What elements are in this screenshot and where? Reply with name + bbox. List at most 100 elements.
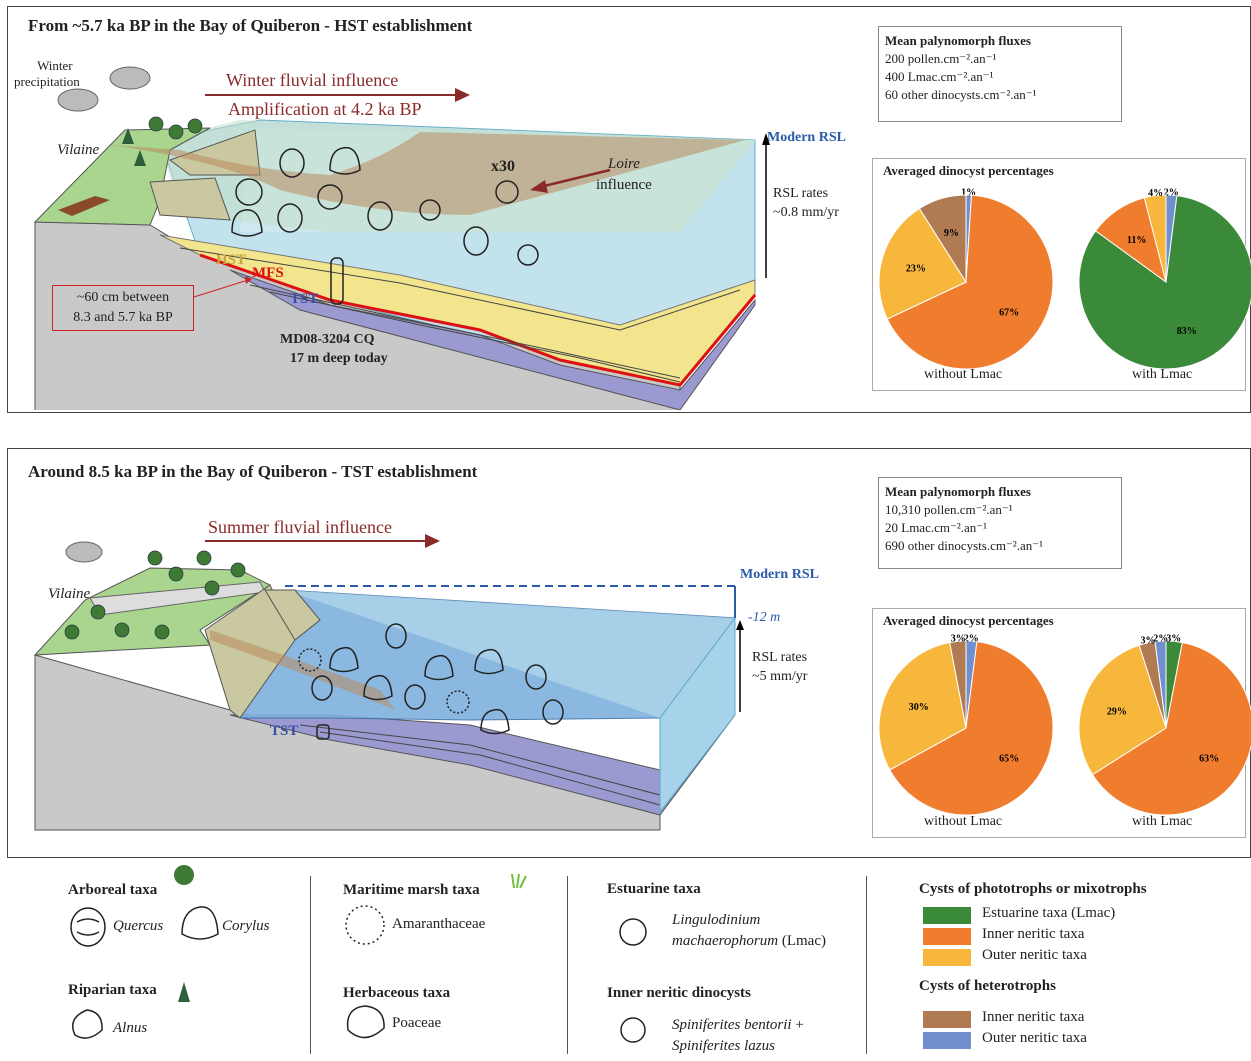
loire-label-2: influence <box>596 177 652 193</box>
lmac-icon <box>619 918 647 946</box>
pie-slice-inner_neritic <box>889 641 1054 816</box>
legend-amaranthaceae: Amaranthaceae <box>392 916 486 932</box>
legend-separator <box>567 876 568 1054</box>
box-arrow <box>193 276 252 298</box>
modern-rsl-label-1: Modern RSL <box>767 130 846 145</box>
hst-label: HST <box>216 252 247 268</box>
flux-line: 400 Lmac.cm⁻².an⁻¹ <box>885 69 994 84</box>
pie-slice-label: 83% <box>1177 326 1197 337</box>
panel2-scene <box>33 534 744 831</box>
legend-lingulo-1: Lingulodinium <box>672 912 761 928</box>
legend-spinif-2: Spiniferites lazus <box>672 1038 775 1054</box>
winter-precip-label-1: Winter <box>37 58 73 73</box>
legend-herbaceous: Herbaceous taxa <box>343 985 450 1002</box>
mfs-label: MFS <box>252 265 284 281</box>
corylus-icon <box>181 906 219 940</box>
legend-arboreal: Arboreal taxa <box>68 882 157 899</box>
winter-fluvial-label: Winter fluvial influence <box>226 70 399 90</box>
pie-slice-outer_neritic <box>878 207 967 320</box>
legend-separator <box>310 876 311 1054</box>
flux-box-1: Mean palynomorph fluxes 200 pollen.cm⁻².… <box>878 26 1122 122</box>
pie-slice-label: 30% <box>909 702 929 713</box>
pie-slice-label: 3% <box>1140 635 1155 646</box>
summer-fluvial-label: Summer fluvial influence <box>208 517 392 537</box>
pie-slice-outer_neritic_hetero <box>1154 640 1167 729</box>
core-label-1: MD08-3204 CQ <box>280 332 375 347</box>
pie-slice-label: 29% <box>1107 706 1127 717</box>
sediment-thickness-box: ~60 cm between 8.3 and 5.7 ka BP <box>52 285 194 331</box>
pie-slice-label: 2% <box>1164 188 1179 199</box>
pie-slice-inner_neritic <box>886 194 1054 370</box>
swatch-estuarine <box>923 907 971 924</box>
legend-lingulo-2a: machaerophorum <box>672 933 779 949</box>
quercus-icon <box>70 907 106 947</box>
legend-spinif-1: Spiniferites bentorii + <box>672 1017 804 1034</box>
legend-riparian-title: Riparian taxa <box>68 982 157 998</box>
legend-cysts-photo: Cysts of phototrophs or mixotrophs <box>919 881 1147 898</box>
legend-spinif-1a: Spiniferites bentorii <box>672 1017 792 1033</box>
pie-slice-label: 9% <box>944 228 959 239</box>
flux-line: 690 other dinocysts.cm⁻².an⁻¹ <box>885 538 1043 553</box>
flux-line: 200 pollen.cm⁻².an⁻¹ <box>885 51 997 66</box>
legend-herbaceous-title: Herbaceous taxa <box>343 985 451 1001</box>
panel1-title: From ~5.7 ka BP in the Bay of Quiberon -… <box>28 16 473 35</box>
pie-slice-label: 2% <box>964 634 979 645</box>
pie-without-lmac-1: 1%67%23%9% <box>878 187 1054 370</box>
swatch-outer-neritic-hetero <box>923 1032 971 1049</box>
pie-slice-label: 67% <box>999 307 1019 318</box>
legend-separator <box>866 876 867 1054</box>
legend-cysts-photo-title: Cysts of phototrophs or mixotrophs <box>919 881 1147 897</box>
pie-slice-label: 3% <box>1166 634 1181 645</box>
pie-slice-label: 65% <box>999 753 1019 764</box>
rsl-rates-label-2b: ~5 mm/yr <box>752 669 808 684</box>
pie-slice-label: 1% <box>961 187 976 198</box>
panel1-scene <box>33 66 770 410</box>
legend-corylus: Corylus <box>222 918 270 934</box>
pie-slice-inner_neritic_hetero <box>918 194 967 284</box>
flux-line: 20 Lmac.cm⁻².an⁻¹ <box>885 520 988 535</box>
legend-estuarine: Estuarine taxa <box>607 881 701 898</box>
pie-slice-inner_neritic_hetero <box>949 640 967 729</box>
legend-estuarine-title: Estuarine taxa <box>607 881 701 897</box>
vilaine-label-1: Vilaine <box>57 142 100 158</box>
legend-cysts-hetero: Cysts of heterotrophs <box>919 978 1056 995</box>
legend-item-estuarine: Estuarine taxa (Lmac) <box>982 905 1116 921</box>
legend-item-inner-neritic-hetero: Inner neritic taxa <box>982 1009 1085 1025</box>
loire-label-1: Loire <box>608 156 640 172</box>
legend-arboreal-title: Arboreal taxa <box>68 882 158 898</box>
flux-title-2: Mean palynomorph fluxes <box>885 484 1031 499</box>
legend-item-outer-neritic-hetero: Outer neritic taxa <box>982 1030 1087 1046</box>
pie-caption-1a: without Lmac <box>924 367 1003 382</box>
flux-box-2: Mean palynomorph fluxes 10,310 pollen.cm… <box>878 477 1122 569</box>
swatch-inner-neritic <box>923 928 971 945</box>
rsl-rates-label-1a: RSL rates <box>773 186 829 201</box>
legend-poaceae: Poaceae <box>392 1015 442 1031</box>
pie-with-lmac-1: 2% 83% 11% 4% <box>1078 188 1251 370</box>
pie-slice-label: 2% <box>1153 634 1168 645</box>
box-line-1: ~60 cm between <box>76 290 170 305</box>
pie-slice-outer_neritic <box>878 641 967 771</box>
legend-inner-dino: Inner neritic dinocysts <box>607 985 751 1002</box>
amplification-label: Amplification at 4.2 ka BP <box>228 99 422 119</box>
pie-slice-label: 11% <box>1127 235 1146 246</box>
rsl-rates-label-1b: ~0.8 mm/yr <box>773 205 839 220</box>
legend-riparian: Riparian taxa <box>68 982 157 999</box>
pie-slice-label: 63% <box>1199 753 1219 764</box>
rsl-rates-label-2a: RSL rates <box>752 650 808 665</box>
pie-slice-outer_neritic <box>1078 644 1167 776</box>
legend-lingulo-2b: (Lmac) <box>778 933 826 949</box>
pie-slice-label: 4% <box>1148 188 1163 199</box>
amaranthaceae-icon <box>345 905 385 945</box>
legend-quercus: Quercus <box>113 918 164 934</box>
pie-caption-1b: with Lmac <box>1132 367 1193 382</box>
pie-with-lmac-2: 3% 63% 29% 3%2% <box>1078 634 1251 816</box>
pies-title-2: Averaged dinocyst percentages <box>883 613 1054 628</box>
poaceae-icon <box>346 1005 385 1039</box>
legend-alnus: Alnus <box>113 1020 148 1036</box>
core-label-2: 17 m deep today <box>290 351 388 366</box>
pie-slice-outer_neritic <box>1143 194 1167 283</box>
legend-lingulo-2: machaerophorum (Lmac) <box>672 933 826 950</box>
minus12-label: -12 m <box>748 610 781 625</box>
box-line-2: 8.3 and 5.7 ka BP <box>73 310 173 325</box>
legend-cysts-hetero-title: Cysts of heterotrophs <box>919 978 1056 994</box>
